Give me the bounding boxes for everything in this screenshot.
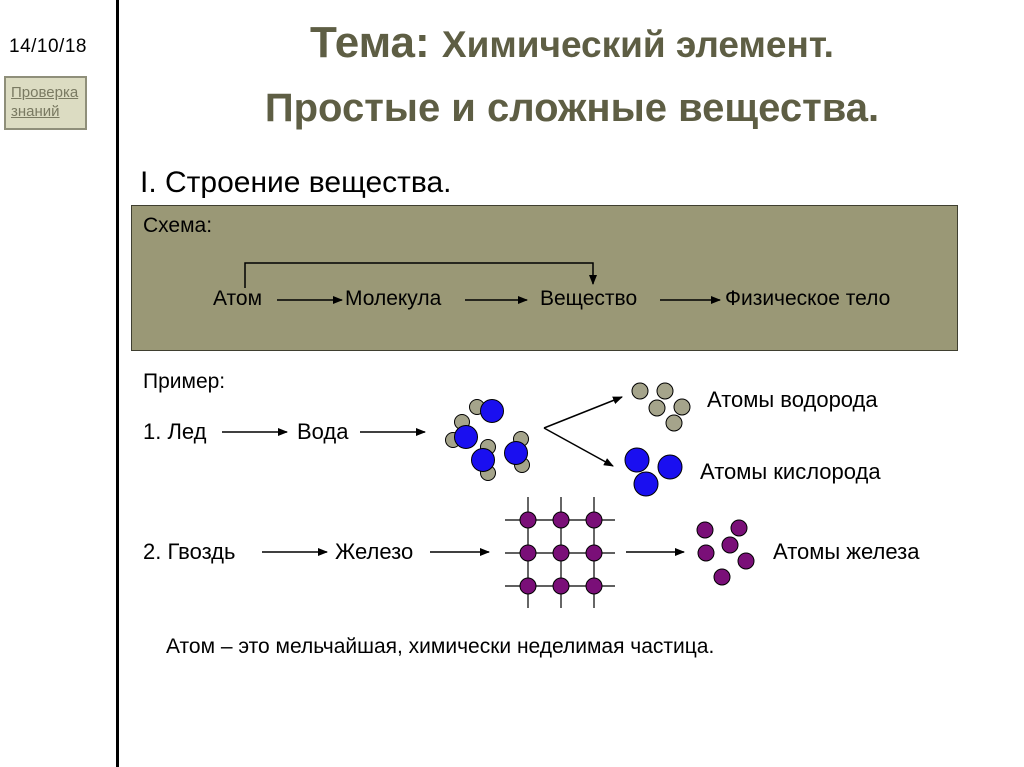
check-knowledge-link-line2: знаний [11, 103, 60, 120]
iron-atoms [696, 519, 755, 586]
oxygen-atom [624, 447, 650, 473]
title-prefix: Тема: [310, 18, 430, 67]
example-label: Пример: [143, 370, 226, 393]
iron-atom [721, 536, 739, 554]
iron-atom [713, 568, 731, 586]
iron-atom [585, 544, 603, 562]
oxygen-atom [504, 441, 528, 465]
atom-definition: Атом – это мельчайшая, химически неделим… [166, 635, 715, 658]
scheme-box [131, 205, 958, 351]
arrow-to-oxygen [543, 427, 614, 467]
water-label: Вода [297, 419, 349, 444]
scheme-arrows [244, 262, 721, 304]
oxygen-atom [480, 399, 504, 423]
iron-lattice-atoms [519, 511, 603, 595]
hydrogen-atoms [631, 382, 691, 432]
slide-sidebar: 14/10/18 Проверка знаний [0, 0, 116, 767]
oxygen-atom [471, 448, 495, 472]
hydrogen-atom [673, 398, 691, 416]
slide-subtitle: Простые и сложные вещества. [264, 86, 880, 130]
hydrogen-atom [631, 382, 649, 400]
ice-label: 1. Лед [143, 419, 207, 444]
iron-atom [552, 511, 570, 529]
hydrogen-atoms-label: Атомы водорода [707, 387, 878, 412]
iron-atom [552, 544, 570, 562]
hydrogen-atom [656, 382, 674, 400]
check-knowledge-link[interactable]: Проверка знаний [4, 76, 87, 130]
oxygen-atom [633, 471, 659, 497]
iron-label: Железо [335, 539, 414, 564]
iron-atoms-label: Атомы железа [773, 539, 920, 564]
iron-atom [737, 552, 755, 570]
iron-atom [519, 511, 537, 529]
iron-atom [519, 544, 537, 562]
oxygen-atoms [624, 447, 683, 497]
hydrogen-atom [648, 399, 666, 417]
scheme-label: Схема: [143, 214, 213, 237]
nail-label: 2. Гвоздь [143, 539, 236, 564]
hydrogen-atom [665, 414, 683, 432]
scheme-physical-body: Физическое тело [725, 287, 891, 310]
oxygen-atom [454, 425, 478, 449]
oxygen-atoms-label: Атомы кислорода [700, 459, 881, 484]
scheme-molecule: Молекула [345, 287, 442, 310]
slide-date: 14/10/18 [9, 36, 87, 57]
iron-atom [585, 511, 603, 529]
arrow-to-hydrogen [543, 396, 623, 429]
iron-atom [730, 519, 748, 537]
oxygen-atom [657, 454, 683, 480]
scheme-substance: Вещество [540, 287, 638, 310]
iron-atom [696, 521, 714, 539]
sidebar-divider [116, 0, 119, 767]
check-knowledge-link-line1: Проверка [11, 84, 79, 101]
iron-atom [585, 577, 603, 595]
iron-atom [519, 577, 537, 595]
example-arrows [222, 396, 685, 556]
scheme-atom: Атом [213, 287, 263, 310]
section-heading: I. Строение вещества. [140, 166, 452, 199]
slide-title: Тема: Химический элемент. [120, 18, 1024, 68]
arrow-atom-substance-bypass [244, 262, 597, 288]
iron-atom [697, 544, 715, 562]
iron-atom [552, 577, 570, 595]
title-topic: Химический элемент. [441, 24, 834, 65]
water-molecules [445, 399, 530, 481]
